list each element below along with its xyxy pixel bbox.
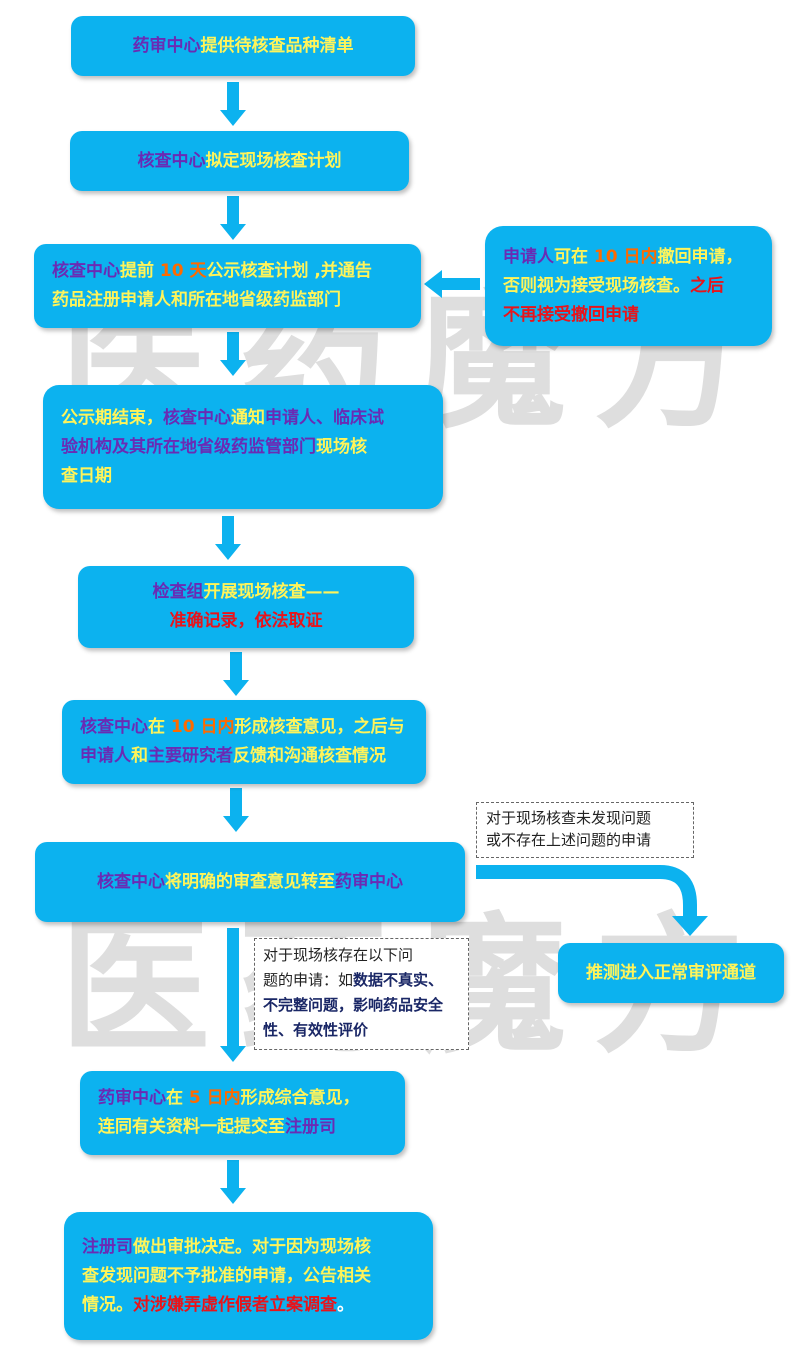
arrow-down-3: [220, 332, 246, 376]
arrow-down-5: [223, 652, 249, 696]
step-box-5: 检查组开展现场核查—— 准确记录，依法取证: [78, 566, 414, 648]
actor-label: 药审中心: [132, 35, 201, 56]
step-text: 提供待核查品种清单: [200, 35, 354, 56]
step-text: 连同有关资料一起提交至: [98, 1117, 285, 1137]
step-box-8: 药审中心在 5 日内形成综合意见， 连同有关资料一起提交至注册司: [80, 1071, 405, 1155]
note-line: 对于现场核查未发现问题: [486, 809, 652, 827]
actor-label: 药审中心: [335, 871, 403, 892]
actor-label: 检查组: [152, 582, 204, 602]
actor-label: 药审中心: [98, 1088, 166, 1108]
step-text: 公示期结束，: [61, 407, 163, 428]
step-text: 现场核: [316, 436, 367, 457]
note-highlight: 性、有效性评价: [263, 1021, 369, 1039]
note-issue: 对于现场核存在以下问 题的申请：如数据不真实、 不完整问题，影响药品安全 性、有…: [254, 938, 469, 1050]
warning-text: 之后: [690, 275, 724, 296]
warning-text: 准确记录，依法取证: [169, 611, 323, 631]
step-box-3: 核查中心提前 10 天公示核查计划 ,并通告 药品注册申请人和所在地省级药监部门: [34, 244, 421, 328]
step-box-9: 注册司做出审批决定。对于因为现场核 查发现问题不予批准的申请，公告相关 情况。对…: [64, 1212, 433, 1340]
arrow-left: [424, 270, 480, 298]
actor-label: 核查中心: [52, 261, 120, 281]
step-text: 。: [337, 1294, 354, 1315]
note-highlight: 数据不真实、: [353, 971, 444, 989]
step-text: 查日期: [61, 465, 112, 486]
step-text: 撤回申请，: [657, 246, 743, 267]
actor-label: 申请人: [80, 746, 131, 766]
arrow-curve-right: [476, 865, 708, 936]
withdraw-box: 申请人可在 10 日内撤回申请， 否则视为接受现场核查。之后 不再接受撤回申请: [485, 226, 772, 346]
note-line: 对于现场核存在以下问: [263, 946, 414, 964]
arrow-down-8: [220, 1160, 246, 1204]
step-text: 拟定现场核查计划: [205, 150, 342, 171]
arrow-down-2: [220, 196, 246, 240]
step-text: 情况。: [82, 1294, 133, 1315]
step-text: 提前: [120, 261, 160, 281]
actor-label: 注册司: [82, 1236, 133, 1257]
arrow-down-7: [220, 928, 246, 1062]
actor-label: 主要研究者: [148, 746, 233, 766]
step-text: 在: [148, 717, 171, 737]
actor-label: 注册司: [285, 1117, 336, 1137]
actor-label: 核查中心: [163, 407, 231, 428]
actor-label: 申请人、临床试: [265, 407, 384, 428]
step-box-4: 公示期结束，核查中心通知申请人、临床试 验机构及其所在地省级药监管部门现场核 查…: [43, 385, 443, 509]
step-box-7: 核查中心将明确的审查意见转至药审中心: [35, 842, 465, 922]
step-text: 公示核查计划 ,并通告: [206, 261, 372, 281]
step-box-1: 药审中心提供待核查品种清单: [71, 16, 415, 76]
step-text: 药品注册申请人和所在地省级药监部门: [52, 290, 341, 310]
arrow-down-4: [215, 516, 241, 560]
step-box-6: 核查中心在 10 日内形成核查意见，之后与 申请人和主要研究者反馈和沟通核查情况: [62, 700, 426, 784]
arrow-down-6: [223, 788, 249, 832]
warning-text: 对涉嫌弄虚作假者立案调查: [133, 1294, 337, 1315]
note-no-issue: 对于现场核查未发现问题 或不存在上述问题的申请: [476, 802, 694, 858]
step-text: 开展现场核查——: [203, 582, 340, 602]
deadline-label: 10 天: [159, 261, 207, 281]
step-text: 否则视为接受现场核查。: [503, 275, 690, 296]
deadline-label: 10 日内: [170, 717, 235, 737]
actor-label: 核查中心: [80, 717, 148, 737]
deadline-label: 10 日内: [593, 246, 658, 267]
step-text: 将明确的审查意见转至: [165, 871, 335, 892]
normal-channel-box: 推测进入正常审评通道: [558, 943, 784, 1003]
step-text: 形成核查意见，之后与: [234, 717, 405, 737]
step-text: 形成综合意见，: [240, 1088, 360, 1108]
note-line: 题的申请：如: [263, 971, 354, 989]
actor-label: 核查中心: [97, 871, 165, 892]
actor-label: 验机构及其所在地省级药监管部门: [61, 436, 316, 457]
warning-text: 不再接受撤回申请: [503, 304, 639, 325]
actor-label: 申请人: [503, 246, 554, 267]
actor-label: 核查中心: [137, 150, 206, 171]
deadline-label: 5 日内: [188, 1088, 241, 1108]
step-text: 和: [131, 746, 148, 766]
note-highlight: 不完整问题，影响药品安全: [263, 996, 444, 1014]
step-box-2: 核查中心拟定现场核查计划: [70, 131, 409, 191]
step-text: 在: [166, 1088, 189, 1108]
step-text: 做出审批决定。对于因为现场核: [133, 1236, 371, 1257]
step-text: 推测进入正常审评通道: [586, 962, 756, 983]
note-line: 或不存在上述问题的申请: [486, 831, 652, 849]
step-text: 反馈和沟通核查情况: [233, 746, 386, 766]
step-text: 通知: [231, 407, 265, 428]
step-text: 查发现问题不予批准的申请，公告相关: [82, 1265, 371, 1286]
arrow-down-1: [220, 82, 246, 126]
step-text: 可在: [554, 246, 594, 267]
